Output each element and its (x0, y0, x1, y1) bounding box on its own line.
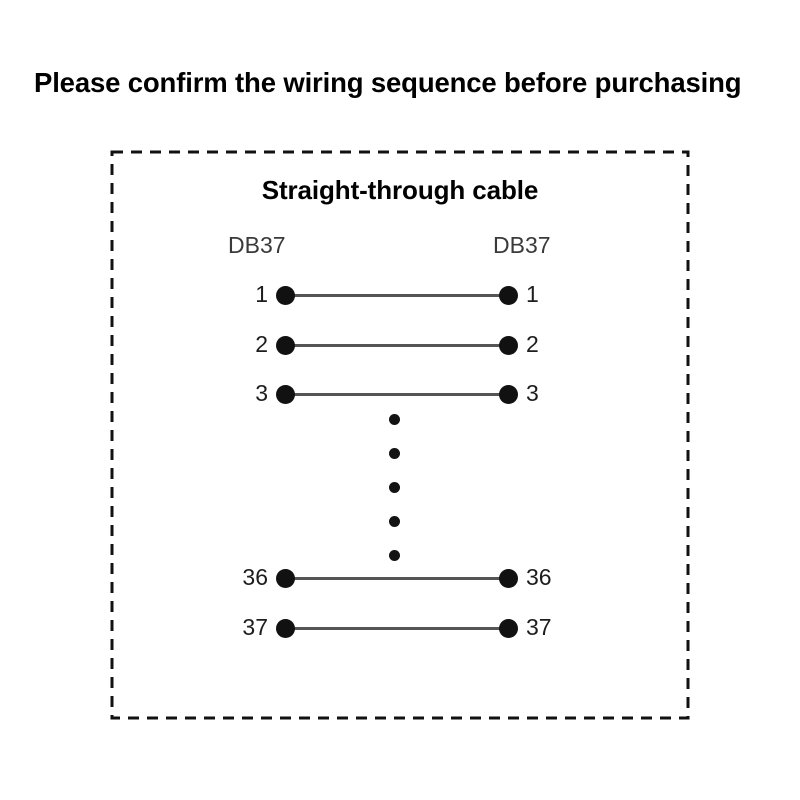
pin-dot-right (498, 285, 518, 305)
pin-number-right: 2 (526, 331, 539, 357)
wire-line (285, 392, 508, 396)
pin-number-left: 36 (242, 564, 268, 590)
pin-dot-left (275, 568, 295, 588)
ellipsis-dot (388, 515, 400, 527)
wire-line (285, 576, 508, 580)
pin-number-left: 2 (255, 331, 268, 357)
diagram-title: Straight-through cable (261, 175, 539, 205)
pin-dot-left (275, 618, 295, 638)
wiring-diagram-panel: Straight-through cable DB37 DB37 1 1 2 2 3 3 3… (110, 150, 690, 720)
pin-number-left: 3 (255, 380, 268, 406)
pin-dot-right (498, 335, 518, 355)
pin-dot-right (498, 618, 518, 638)
wire-line (285, 293, 508, 297)
ellipsis-dot (388, 481, 400, 493)
connector-label-right: DB37 (493, 232, 551, 258)
wire-line (285, 626, 508, 630)
pin-number-right: 36 (526, 564, 552, 590)
wire-line (285, 343, 508, 347)
pin-map: 1 1 2 2 3 3 36 36 37 37 (112, 152, 688, 718)
pin-number-left: 37 (242, 614, 268, 640)
pin-dot-left (275, 285, 295, 305)
pin-number-left: 1 (255, 281, 268, 307)
pin-dot-right (498, 384, 518, 404)
pin-dot-right (498, 568, 518, 588)
pin-dot-left (275, 335, 295, 355)
pin-number-right: 37 (526, 614, 552, 640)
page-title: Please confirm the wiring sequence befor… (34, 67, 742, 98)
ellipsis-dot (388, 413, 400, 425)
connector-label-left: DB37 (228, 232, 286, 258)
pin-dot-left (275, 384, 295, 404)
ellipsis-dot (388, 549, 400, 561)
pin-number-right: 1 (526, 281, 539, 307)
ellipsis-dot (388, 447, 400, 459)
pin-number-right: 3 (526, 380, 539, 406)
